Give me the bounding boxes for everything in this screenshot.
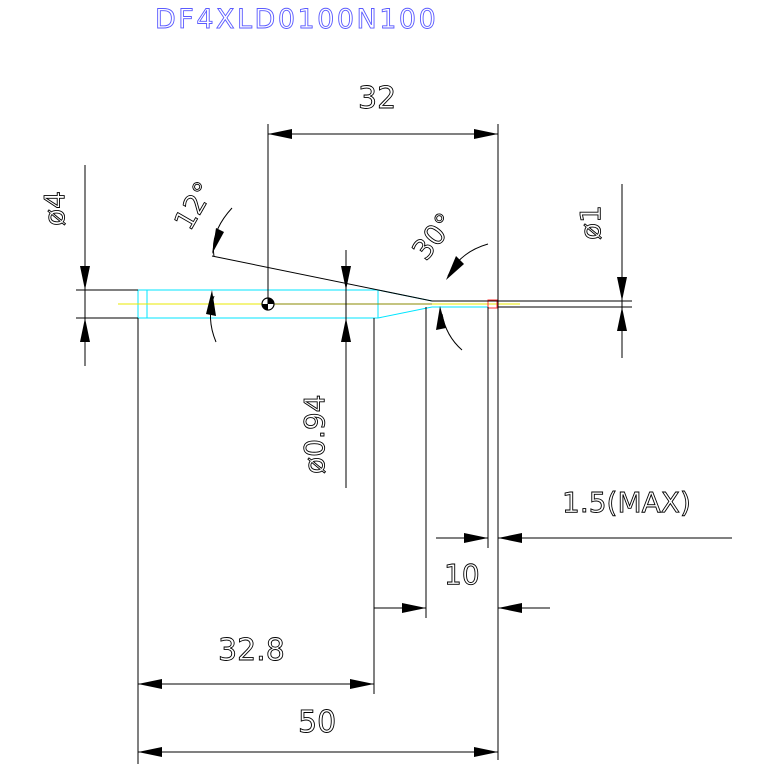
dimension-label-50: 50 xyxy=(298,705,336,740)
dimension-max-tip-length: 1.5(MAX) xyxy=(436,307,732,548)
dimension-label-d094: ø0.94 xyxy=(298,395,331,474)
dimension-overall-length: 50 xyxy=(138,705,498,757)
part-number-title: DF4XLD0100N100 xyxy=(155,4,438,35)
dimension-label-32: 32 xyxy=(358,81,396,116)
dimension-label-10: 10 xyxy=(444,558,480,591)
dimension-label-1-5max: 1.5(MAX) xyxy=(562,486,691,519)
dimension-label-32-8: 32.8 xyxy=(218,633,285,668)
dimension-label-12deg: 12° xyxy=(167,176,220,235)
dimension-shank-diameter: ø4 xyxy=(38,165,138,366)
tool-tip-marker xyxy=(487,299,498,309)
dimension-flute-length: 10 xyxy=(374,307,550,618)
dimension-taper-angle: 12° xyxy=(167,176,433,343)
dimension-label-d4: ø4 xyxy=(38,191,71,226)
dimension-label-30deg: 30° xyxy=(406,207,463,266)
dimension-label-d1: ø1 xyxy=(574,205,607,240)
dimension-tip-angle: 30° xyxy=(405,206,498,351)
dimension-body-length: 32.8 xyxy=(137,318,375,764)
dimension-tip-diameter: ø1 xyxy=(498,184,632,358)
dimension-shank-length: 32 xyxy=(267,81,499,760)
dimension-neck-diameter: ø0.94 xyxy=(298,250,351,488)
